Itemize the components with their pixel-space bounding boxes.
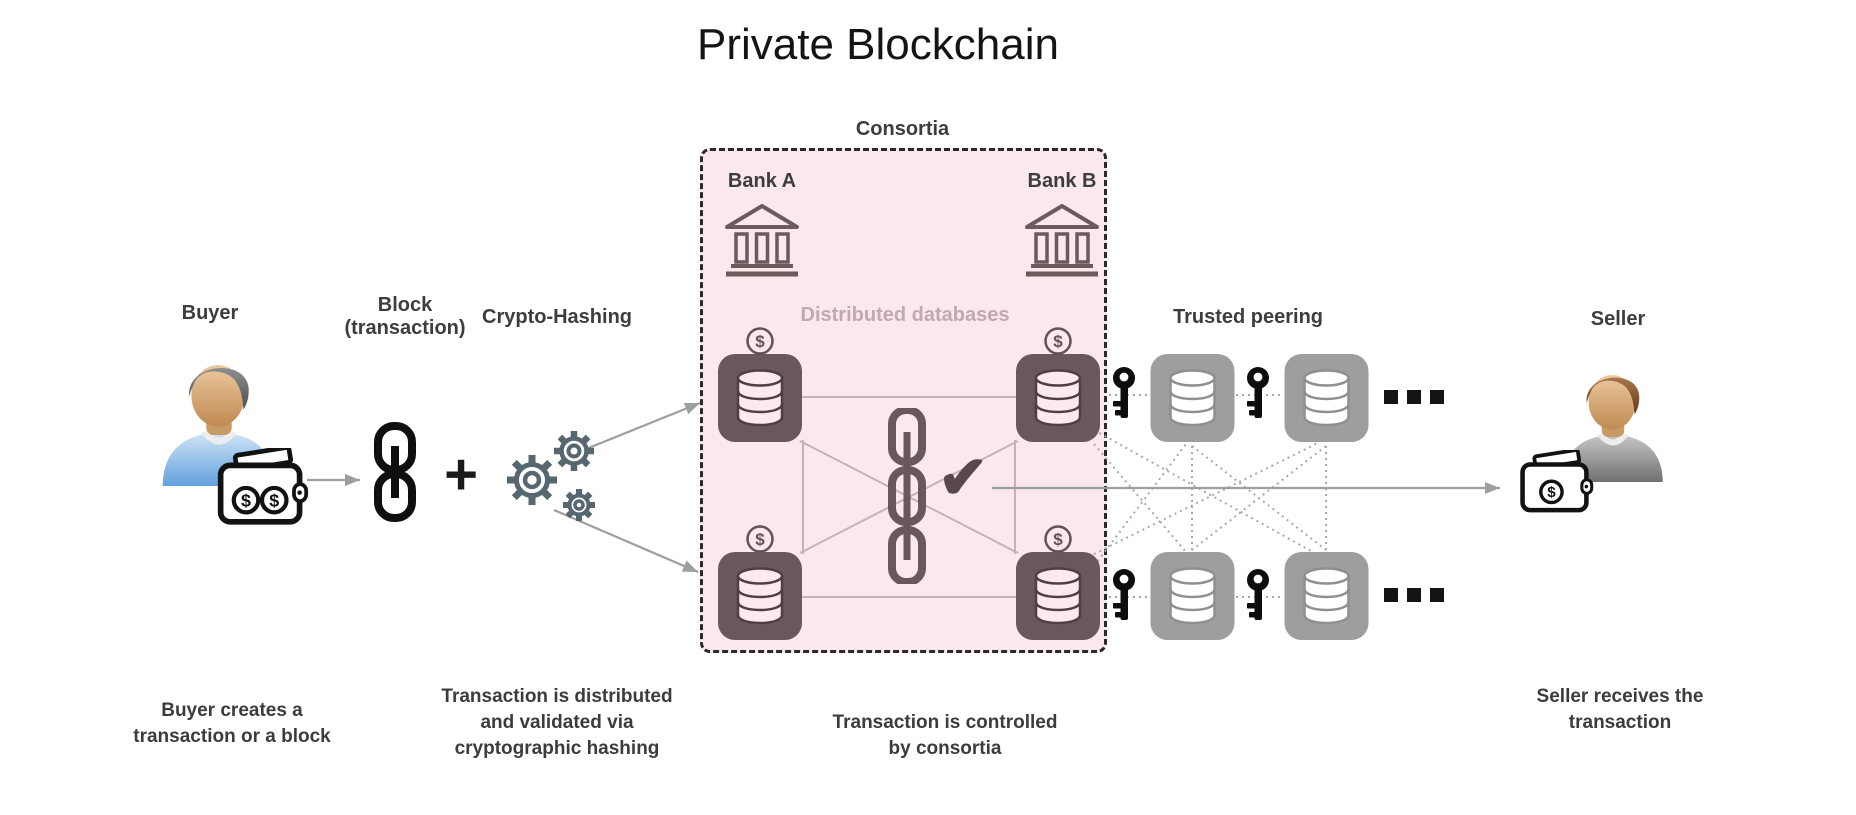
key-icon (1244, 568, 1272, 626)
key-icon (1244, 366, 1272, 424)
crypto-hashing-label: Crypto-Hashing (482, 306, 632, 328)
consortia-db-node (718, 552, 802, 640)
bank-b-icon (1022, 200, 1102, 278)
block-label: Block (transaction) (344, 294, 466, 339)
peer-db-node (1284, 552, 1369, 640)
buyer-label: Buyer (181, 302, 239, 324)
buyer-caption: Buyer creates a transaction or a block (133, 700, 331, 747)
page-title: Private Blockchain (697, 20, 1059, 69)
bank-a-icon (722, 200, 802, 278)
dollar-coin-icon: $ (745, 524, 775, 554)
peer-db-node (1150, 552, 1235, 640)
consortia-db-node (1016, 354, 1100, 442)
dollar-icon: $ (269, 491, 279, 511)
trusted-peering-label: Trusted peering (1172, 306, 1324, 328)
chain-link-icon (374, 422, 416, 522)
bank-a-label: Bank A (727, 170, 797, 192)
seller-caption: Seller receives the transaction (1536, 686, 1704, 733)
key-icon (1110, 568, 1138, 626)
peer-db-node (1284, 354, 1369, 442)
blockchain-chain-icon (887, 408, 927, 584)
key-icon (1110, 366, 1138, 424)
ellipsis-icon (1384, 390, 1444, 404)
seller-label: Seller (1590, 308, 1646, 330)
consortia-label: Consortia (855, 118, 950, 140)
plus-icon: + (444, 442, 478, 507)
consortia-caption: Transaction is controlled by consortia (832, 712, 1058, 759)
svg-text:$: $ (755, 530, 765, 549)
svg-text:$: $ (1053, 332, 1063, 351)
distributed-databases-label: Distributed databases (800, 304, 1010, 326)
svg-text:$: $ (1053, 530, 1063, 549)
dollar-coin-icon: $ (1043, 326, 1073, 356)
dollar-icon: $ (241, 491, 251, 511)
ellipsis-icon (1384, 588, 1444, 602)
dollar-coin-icon: $ (745, 326, 775, 356)
seller-person-icon (1552, 360, 1674, 482)
svg-text:$: $ (755, 332, 765, 351)
dollar-icon: $ (1547, 484, 1556, 501)
peer-db-node (1150, 354, 1235, 442)
consortia-db-node (1016, 552, 1100, 640)
buyer-wallet-icon: $ $ (215, 448, 309, 526)
check-icon: ✔ (938, 444, 989, 511)
dollar-coin-icon: $ (1043, 524, 1073, 554)
consortia-db-node (718, 354, 802, 442)
seller-wallet-icon: $ (1518, 450, 1594, 514)
bank-b-label: Bank B (1027, 170, 1097, 192)
crypto-caption: Transaction is distributed and validated… (441, 686, 673, 759)
gears-icon (498, 426, 606, 534)
